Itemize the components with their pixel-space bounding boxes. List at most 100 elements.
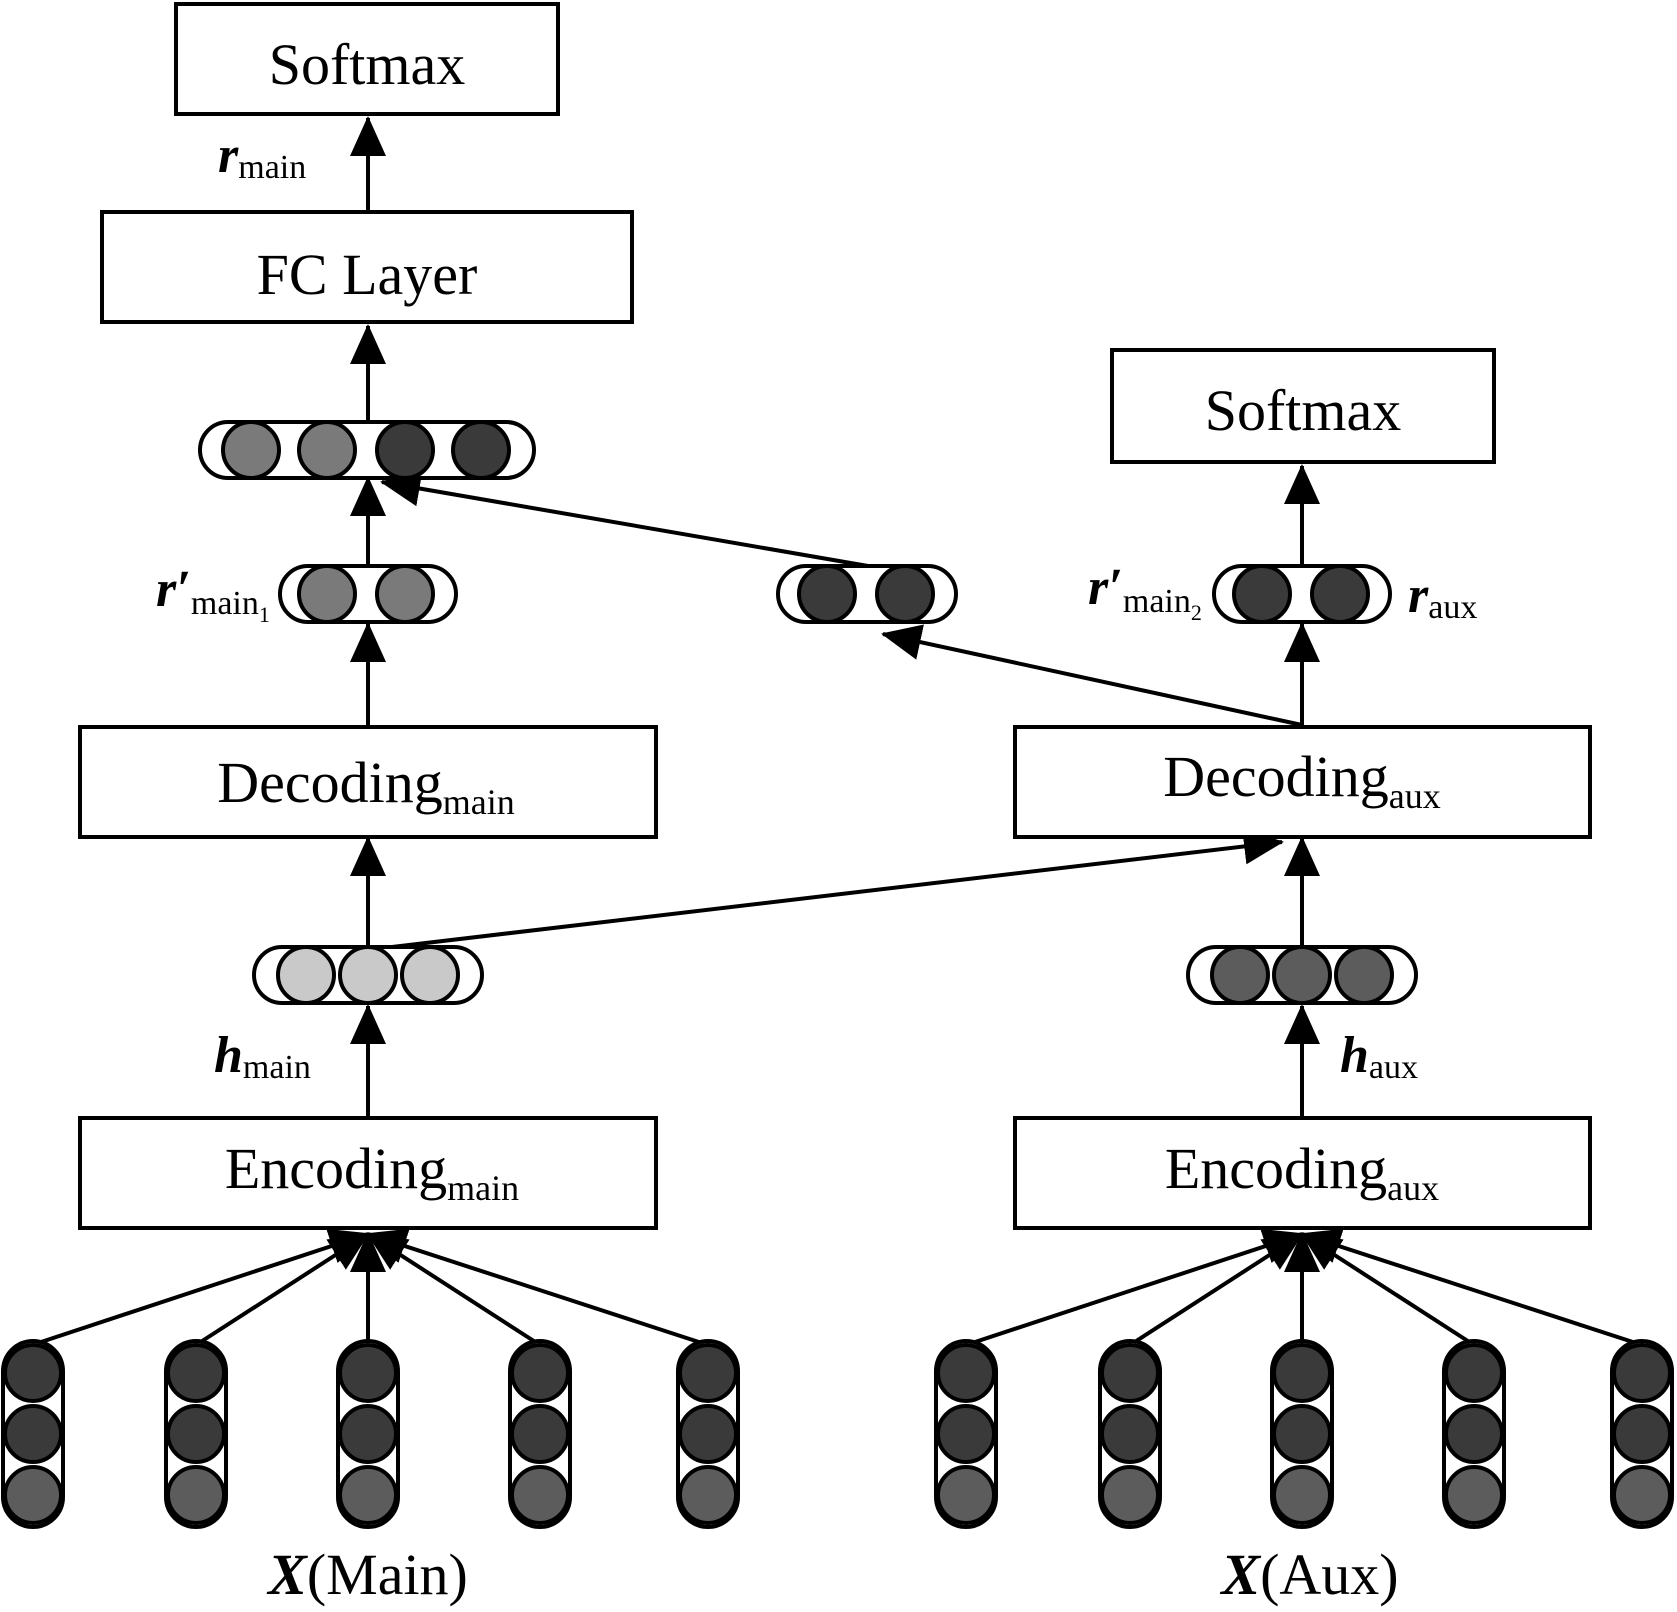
h-aux-sym: h (1340, 1027, 1369, 1084)
h-aux-label: haux (1340, 1027, 1418, 1086)
input-aux-columns (934, 1339, 1674, 1529)
r-aux-sym: r (1408, 567, 1429, 624)
r-prime-main1-sym: r′ (156, 561, 191, 618)
input-main-4-node-2 (510, 1404, 570, 1464)
h-aux-node-2 (1272, 945, 1332, 1005)
input-aux-column-3 (1270, 1339, 1334, 1529)
encoding-aux-base: Encoding (1165, 1136, 1387, 1201)
r-aux-node-1 (1232, 564, 1292, 624)
input-main-1-node-2 (3, 1404, 63, 1464)
input-aux-2-node-3 (1100, 1465, 1160, 1525)
edges (31, 116, 1643, 1347)
r-prime-main2-sub: main (1123, 583, 1191, 620)
h-main-sym: h (214, 1027, 243, 1084)
h-aux-node-1 (1210, 945, 1270, 1005)
input-main-5-node-2 (678, 1404, 738, 1464)
concat-node-2 (297, 420, 357, 480)
input-main-1-node-3 (3, 1465, 63, 1525)
edge-input-main-1 (31, 1228, 370, 1347)
decoding-main-box: Decodingmain (78, 725, 658, 839)
encoding-main-sub: main (447, 1168, 519, 1208)
edge-input-aux-4 (1300, 1232, 1476, 1347)
concat-node-4 (451, 420, 511, 480)
softmax-aux-box: Softmax (1110, 348, 1496, 464)
edge-input-main-4 (366, 1232, 542, 1347)
encoding-aux-label: Encodingaux (1165, 1136, 1439, 1208)
input-aux-5-node-3 (1612, 1465, 1672, 1525)
r-prime-main1-node-2 (375, 564, 435, 624)
decoding-aux-base: Decoding (1163, 744, 1389, 809)
encoding-main-label: Encodingmain (225, 1136, 519, 1208)
r-prime-main2-sym: r′ (1088, 559, 1123, 616)
input-main-4-node-1 (510, 1343, 570, 1403)
input-main-5-node-1 (678, 1343, 738, 1403)
shared-node-2 (875, 564, 935, 624)
input-aux-3-node-3 (1272, 1465, 1332, 1525)
edge-input-aux-5 (1300, 1228, 1643, 1347)
encoding-aux-box: Encodingaux (1013, 1116, 1592, 1230)
r-aux-label: raux (1408, 567, 1477, 626)
h-aux-node-3 (1334, 945, 1394, 1005)
h-main-node-3 (400, 945, 460, 1005)
softmax-aux-label: Softmax (1205, 378, 1402, 443)
input-aux-column-2 (1098, 1339, 1162, 1529)
input-main-2-node-3 (166, 1465, 226, 1525)
edge-input-main-2 (194, 1232, 370, 1347)
input-aux-2-node-1 (1100, 1343, 1160, 1403)
input-main-column-4 (508, 1339, 572, 1529)
edge-hmain-to-decoding-aux (391, 828, 1284, 949)
decoding-main-sub: main (443, 782, 515, 822)
input-aux-1-node-1 (936, 1343, 996, 1403)
h-main-node-2 (338, 945, 398, 1005)
decoding-aux-sub: aux (1389, 776, 1441, 816)
shared-node-1 (797, 564, 857, 624)
input-main-3-node-3 (338, 1465, 398, 1525)
concat-vector (198, 420, 536, 480)
input-aux-column-1 (934, 1339, 998, 1529)
input-aux-rest: (Aux) (1260, 1542, 1399, 1607)
input-aux-sym: X (1219, 1542, 1261, 1607)
input-main-column-2 (164, 1339, 228, 1529)
r-main-label: rmain (218, 127, 306, 186)
r-prime-main1-node-1 (297, 564, 357, 624)
h-main-vector (252, 945, 484, 1005)
h-aux-sub: aux (1369, 1049, 1418, 1086)
edge-input-main-5 (366, 1228, 709, 1347)
input-aux-4-node-3 (1444, 1465, 1504, 1525)
encoding-main-box: Encodingmain (78, 1116, 658, 1230)
input-aux-1-node-2 (936, 1404, 996, 1464)
fc-layer-box: FC Layer (100, 210, 634, 324)
r-main-sub: main (238, 149, 306, 186)
h-main-node-1 (276, 945, 336, 1005)
edge-input-aux-2 (1128, 1232, 1304, 1347)
shared-vector (776, 564, 958, 624)
encoding-main-base: Encoding (225, 1136, 447, 1201)
concat-node-1 (221, 420, 281, 480)
h-main-label: hmain (214, 1027, 311, 1086)
input-aux-column-5 (1610, 1339, 1674, 1529)
decoding-main-base: Decoding (217, 750, 443, 815)
input-main-2-node-1 (166, 1343, 226, 1403)
r-main-sym: r (218, 127, 239, 184)
edge-decoding-aux-to-shared (881, 624, 1303, 727)
decoding-aux-label: Decodingaux (1163, 744, 1440, 816)
r-prime-main1-subsub: 1 (259, 602, 270, 627)
input-aux-label: X(Aux) (1219, 1542, 1398, 1607)
input-main-sym: X (266, 1542, 308, 1607)
input-aux-column-4 (1442, 1339, 1506, 1529)
input-aux-3-node-2 (1272, 1404, 1332, 1464)
softmax-main-box: Softmax (174, 2, 560, 116)
input-main-rest: (Main) (307, 1542, 468, 1607)
input-main-3-node-2 (338, 1404, 398, 1464)
input-main-2-node-2 (166, 1404, 226, 1464)
input-main-column-1 (1, 1339, 65, 1529)
r-aux-vector (1212, 564, 1392, 624)
input-aux-5-node-1 (1612, 1343, 1672, 1403)
encoding-aux-sub: aux (1387, 1168, 1439, 1208)
input-main-5-node-3 (678, 1465, 738, 1525)
input-aux-5-node-2 (1612, 1404, 1672, 1464)
r-prime-main2-label: r′main2 (1088, 559, 1202, 625)
r-prime-main1-vector (278, 564, 458, 624)
input-main-column-5 (676, 1339, 740, 1529)
